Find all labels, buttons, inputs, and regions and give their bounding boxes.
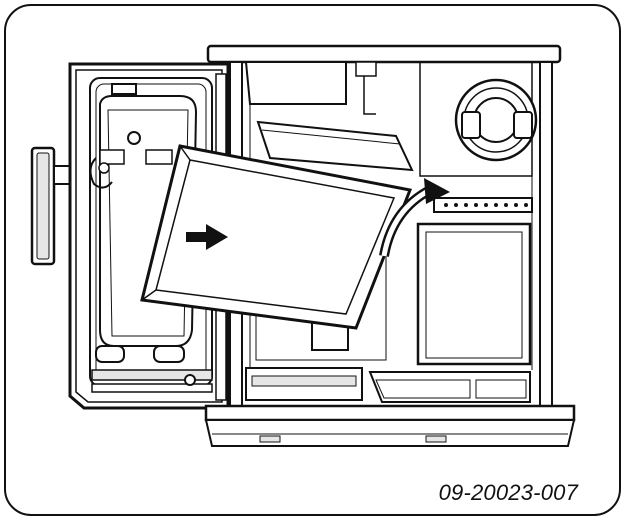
outer-border [4,4,621,516]
document-code: 09-20023-007 [438,480,578,505]
tilt-curve-arrow [379,178,450,257]
removable-tray [140,144,413,330]
insert-direction-arrow [186,224,228,250]
